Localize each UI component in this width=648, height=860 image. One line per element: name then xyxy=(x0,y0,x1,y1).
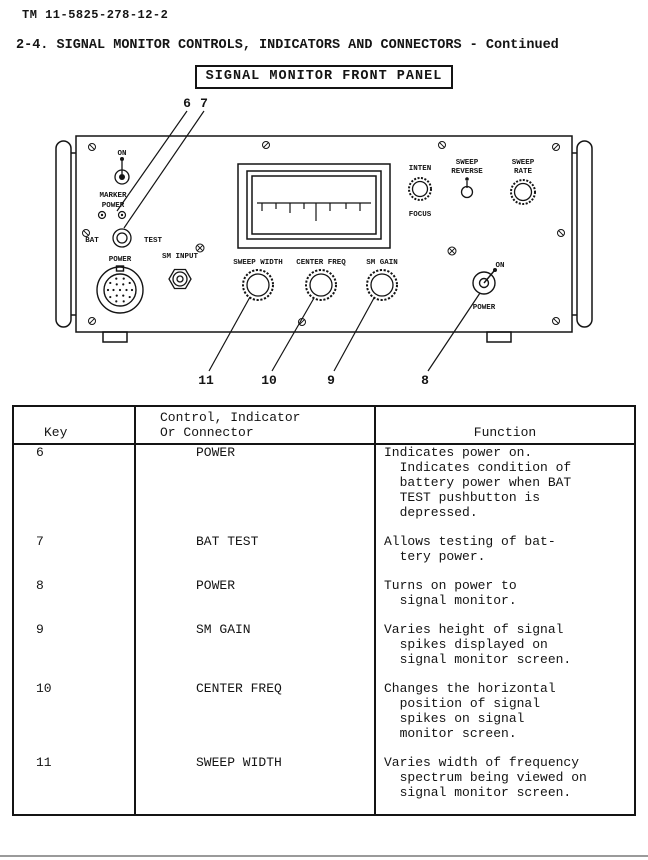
marker-on-label: ON xyxy=(117,150,126,158)
sweep-reverse-switch: SWEEP REVERSE xyxy=(451,159,483,199)
row-function: Changes the horizontal position of signa… xyxy=(374,681,634,755)
crt-bezel xyxy=(237,163,391,249)
row-function: Indicates power on. Indicates condition … xyxy=(374,445,634,534)
crt-screen xyxy=(237,163,391,249)
bat-test-button: BAT TEST xyxy=(85,228,163,248)
cabinet xyxy=(55,135,593,343)
callout-6: 6 xyxy=(183,96,191,111)
row-function: Varies height of signal spikes displayed… xyxy=(374,622,634,681)
sweep-width-label: SWEEP WIDTH xyxy=(233,259,283,267)
callout-6-line xyxy=(116,110,188,212)
table-header: Key Control, Indicator Or Connector Func… xyxy=(14,407,634,445)
marker-on-toggle: ON xyxy=(114,150,130,185)
power-connector: POWER xyxy=(96,256,144,314)
sm-input-connector: SM INPUT xyxy=(162,253,199,290)
left-handle xyxy=(55,140,72,328)
power-connector-label: POWER xyxy=(109,256,132,264)
page-bottom-rule xyxy=(0,855,648,857)
callout-11-line xyxy=(208,296,251,372)
marker-power-indicators: MARKER POWER xyxy=(97,192,127,220)
right-handle xyxy=(576,140,593,328)
callout-9: 9 xyxy=(327,373,335,388)
center-freq-knob: CENTER FREQ xyxy=(296,259,346,301)
section-title: 2-4. SIGNAL MONITOR CONTROLS, INDICATORS… xyxy=(16,38,559,53)
row-control: BAT TEST xyxy=(134,534,374,578)
callout-11: 11 xyxy=(198,373,214,388)
callout-10-line xyxy=(271,297,315,372)
inten-focus-knob: INTEN FOCUS xyxy=(408,165,432,219)
callout-8: 8 xyxy=(421,373,429,388)
front-panel-illustration: ON MARKER POWER BAT TEST POWER xyxy=(55,96,593,388)
power-on-label: ON xyxy=(495,262,504,270)
row-key: 8 xyxy=(36,578,44,593)
callout-9-line xyxy=(333,297,375,372)
table-row: 7 BAT TEST Allows testing of bat- tery p… xyxy=(14,534,634,578)
row-key: 7 xyxy=(36,534,44,549)
callout-7-line xyxy=(123,110,205,229)
row-key: 11 xyxy=(36,755,52,770)
figure-title-row: SIGNAL MONITOR FRONT PANEL xyxy=(0,65,648,89)
bat-label: BAT xyxy=(85,237,99,245)
marker-label: MARKER xyxy=(99,192,127,200)
table-row: 8 POWER Turns on power to signal monitor… xyxy=(14,578,634,622)
row-function: Turns on power to signal monitor. xyxy=(374,578,634,622)
row-key: 9 xyxy=(36,622,44,637)
power-switch-label: POWER xyxy=(473,304,496,312)
sweep-rate-label-1: SWEEP xyxy=(512,159,535,167)
sm-input-nut xyxy=(168,268,192,290)
col-header-function: Function xyxy=(374,407,634,443)
table-row: 6 POWER Indicates power on. Indicates co… xyxy=(14,445,634,534)
marker-indicator-lamp xyxy=(117,210,127,220)
col-header-control: Control, Indicator Or Connector xyxy=(134,407,374,443)
row-control: POWER xyxy=(134,445,374,534)
connector-key-notch xyxy=(115,265,125,272)
crt-trace xyxy=(257,202,371,221)
row-control: CENTER FREQ xyxy=(134,681,374,755)
sm-input-label: SM INPUT xyxy=(162,253,199,261)
test-label: TEST xyxy=(144,237,163,245)
table-row: 9 SM GAIN Varies height of signal spikes… xyxy=(14,622,634,681)
toggle-tip xyxy=(120,157,124,161)
sweep-width-knob: SWEEP WIDTH xyxy=(233,259,283,301)
face-screws xyxy=(195,243,457,256)
row-control: POWER xyxy=(134,578,374,622)
table-row: 11 SWEEP WIDTH Varies width of frequency… xyxy=(14,755,634,814)
callout-7: 7 xyxy=(200,96,208,111)
power-switch: ON POWER xyxy=(472,262,505,312)
power-indicator-lamp xyxy=(97,210,107,220)
sweep-rate-knob: SWEEP RATE xyxy=(510,159,536,205)
row-function: Allows testing of bat- tery power. xyxy=(374,534,634,578)
row-control: SWEEP WIDTH xyxy=(134,755,374,814)
sweep-reverse-label-2: REVERSE xyxy=(451,168,483,176)
row-key: 6 xyxy=(36,445,44,460)
callouts: 6 7 11 10 9 8 xyxy=(116,96,481,388)
table-row: 10 CENTER FREQ Changes the horizontal po… xyxy=(14,681,634,755)
controls-table: Key Control, Indicator Or Connector Func… xyxy=(12,405,636,816)
row-function: Varies width of frequency spectrum being… xyxy=(374,755,634,814)
connector-pins xyxy=(106,277,134,303)
callout-10: 10 xyxy=(261,373,277,388)
panel-face xyxy=(75,135,573,333)
col-header-key: Key xyxy=(44,425,68,440)
row-control: SM GAIN xyxy=(134,622,374,681)
focus-label: FOCUS xyxy=(409,211,432,219)
panel-screws xyxy=(82,141,565,326)
inten-label: INTEN xyxy=(409,165,432,173)
sweep-reverse-label-1: SWEEP xyxy=(456,159,479,167)
foot-right xyxy=(486,331,512,343)
foot-left xyxy=(102,331,128,343)
tm-number: TM 11-5825-278-12-2 xyxy=(22,8,169,22)
figure-title: SIGNAL MONITOR FRONT PANEL xyxy=(194,65,454,89)
marker-power-label: POWER xyxy=(102,202,125,210)
sm-gain-label: SM GAIN xyxy=(366,259,398,267)
sweep-rate-label-2: RATE xyxy=(514,168,533,176)
callout-8-line xyxy=(427,292,481,372)
row-key: 10 xyxy=(36,681,52,696)
center-freq-label: CENTER FREQ xyxy=(296,259,346,267)
sm-gain-knob: SM GAIN xyxy=(366,259,398,301)
